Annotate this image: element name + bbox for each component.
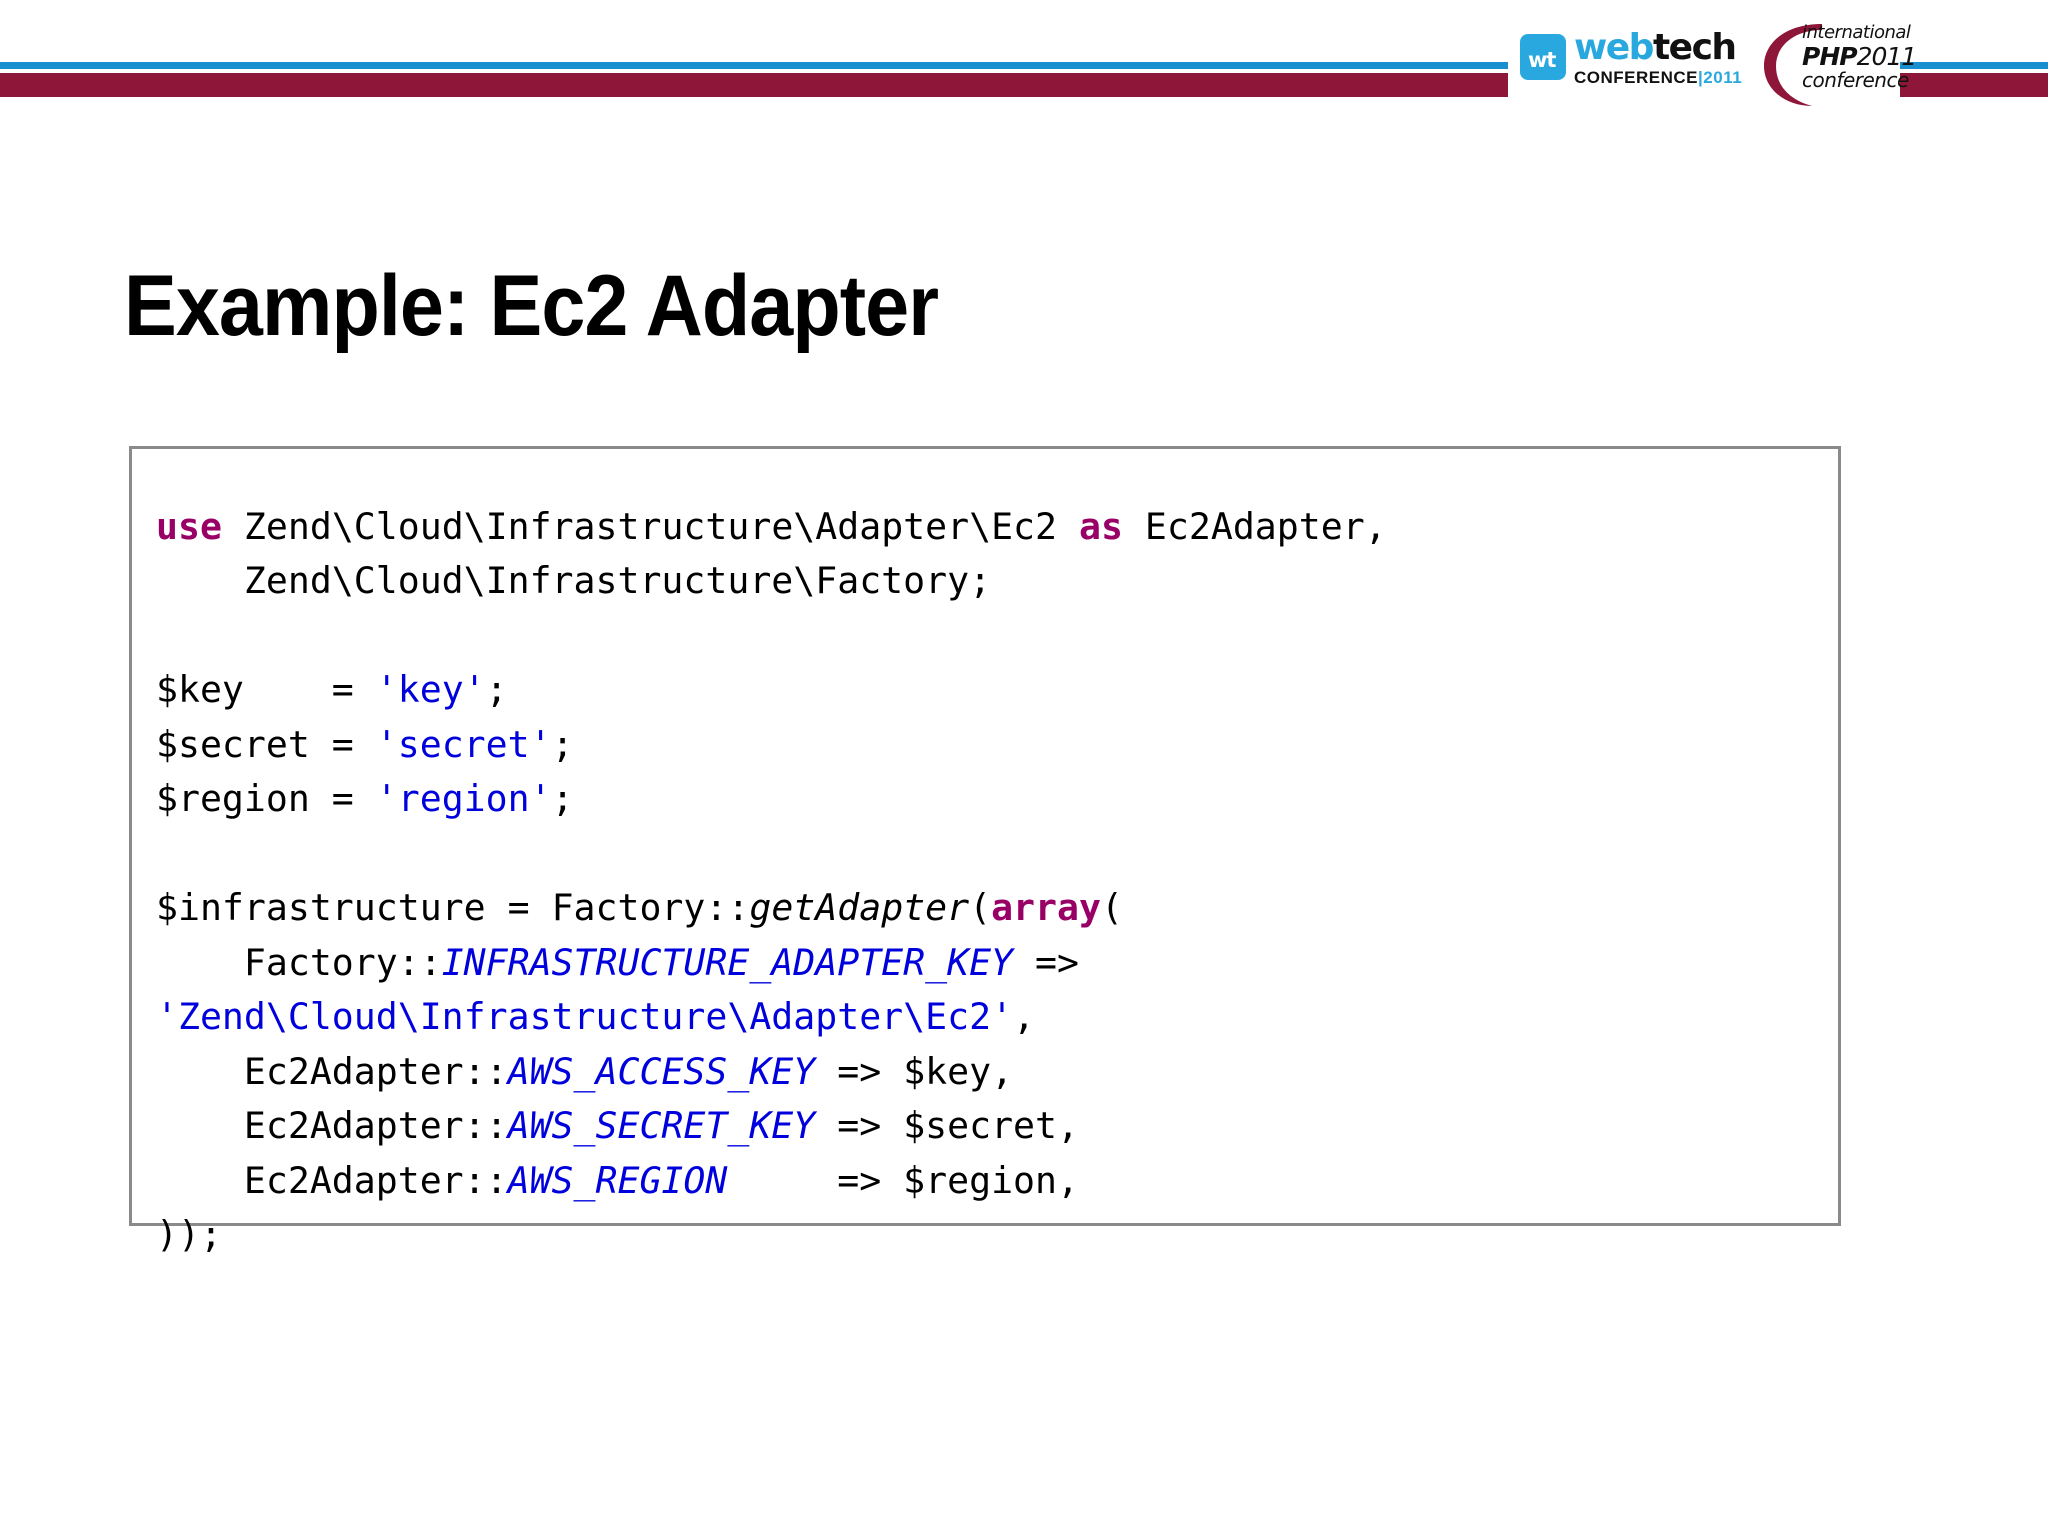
- webtech-mark-glyph: wt: [1528, 48, 1556, 72]
- webtech-mark-icon: wt: [1520, 34, 1566, 80]
- code-space-arrow-2: [815, 1050, 837, 1093]
- code-token-const-aws-region: AWS_REGION: [507, 1158, 728, 1202]
- iphp-line-php-year: PHP2011: [1802, 44, 1932, 69]
- code-space-arrow-4b: [881, 1159, 903, 1202]
- webtech-subtitle-year: 2011: [1703, 68, 1743, 87]
- iphp-line-international: international: [1802, 22, 1911, 43]
- code-token-const-aws-secret-key: AWS_SECRET_KEY: [507, 1104, 816, 1147]
- code-token-const-aws-access-key: AWS_ACCESS_KEY: [507, 1049, 816, 1093]
- code-block: use Zend\Cloud\Infrastructure\Adapter\Ec…: [129, 446, 1841, 1256]
- code-arrow-2: =>: [837, 1049, 882, 1093]
- code-space-3: [1123, 505, 1145, 548]
- code-indent-1: [156, 559, 244, 602]
- code-arrow-4: =>: [837, 1158, 882, 1202]
- code-token-ns-ec2adapter: Zend\Cloud\Infrastructure\Adapter\Ec2: [243, 504, 1057, 548]
- code-indent-4: [156, 1104, 244, 1147]
- code-token-var-key: $key: [156, 668, 244, 711]
- code-paren-open-1: (: [969, 886, 992, 929]
- page-title: Example: Ec2 Adapter: [124, 257, 939, 354]
- code-comma-2: ,: [991, 1049, 1014, 1093]
- code-space-arrow-2b: [881, 1050, 903, 1093]
- code-semi-1: ;: [485, 668, 508, 711]
- code-token-const-infra-adapter-key: INFRASTRUCTURE_ADAPTER_KEY: [441, 940, 1014, 984]
- code-token-var-key-ref: $key: [903, 1049, 992, 1093]
- code-arrow-1: =>: [1035, 940, 1079, 984]
- webtech-word-tech: tech: [1652, 27, 1737, 68]
- header-rule-blue-right: [1900, 62, 2048, 69]
- webtech-word-web: web: [1574, 27, 1654, 68]
- code-listing: use Zend\Cloud\Infrastructure\Adapter\Ec…: [156, 500, 1387, 1263]
- code-token-class-ec2adapter-1: Ec2Adapter::: [243, 1049, 508, 1093]
- header-rule-maroon-left: [0, 73, 1508, 97]
- webtech-subtitle-text: CONFERENCE: [1574, 68, 1699, 87]
- code-indent-5: [156, 1159, 244, 1202]
- code-comma-3: ,: [1057, 1104, 1079, 1147]
- code-token-class-ec2adapter-3: Ec2Adapter::: [243, 1158, 508, 1202]
- code-token-str-secret: 'secret': [375, 722, 552, 766]
- code-pad-region: =: [309, 777, 376, 820]
- code-token-str-adapter-class: 'Zend\Cloud\Infrastructure\Adapter\Ec2': [156, 995, 1014, 1038]
- code-space-2: [1057, 505, 1079, 548]
- code-space-1: [222, 505, 244, 548]
- international-php-conference-logo: international PHP2011 conference: [1760, 18, 1930, 110]
- logo-group: wt webtech CONFERENCE|2011 international…: [1520, 18, 1920, 108]
- code-token-var-infrastructure: $infrastructure: [156, 886, 486, 929]
- code-indent-2: [156, 941, 244, 984]
- header-band: [0, 0, 2048, 130]
- code-token-class-ec2adapter-2: Ec2Adapter::: [243, 1104, 508, 1147]
- code-token-str-key: 'key': [375, 668, 486, 711]
- iphp-year: 2011: [1856, 42, 1918, 71]
- code-space-arrow-1: [1013, 941, 1035, 984]
- code-arrow-3: =>: [837, 1104, 882, 1147]
- code-pad-secret: =: [309, 722, 376, 766]
- iphp-line-conference: conference: [1802, 68, 1909, 92]
- code-token-class-factory: Factory::: [551, 886, 750, 929]
- webtech-subtitle-separator: |: [1698, 68, 1704, 87]
- code-token-ns-factory: Zend\Cloud\Infrastructure\Factory;: [243, 559, 992, 602]
- webtech-wordmark: webtech: [1574, 27, 1737, 68]
- code-token-keyword-use: use: [156, 504, 222, 548]
- code-space-arrow-3b: [881, 1104, 903, 1147]
- iphp-wordmark: international PHP2011 conference: [1802, 24, 1932, 104]
- header-rule-blue-left: [0, 62, 1508, 69]
- header-rule-maroon-right: [1900, 73, 2048, 97]
- code-token-class-factory-2: Factory::: [243, 940, 442, 984]
- code-indent-3: [156, 1050, 244, 1093]
- iphp-php: PHP: [1802, 42, 1858, 71]
- code-space-arrow-4: [727, 1159, 837, 1202]
- code-semi-2: ;: [551, 722, 574, 766]
- code-token-fn-getadapter: getAdapter: [749, 886, 970, 929]
- code-token-str-region: 'region': [375, 777, 552, 820]
- code-token-close: ));: [156, 1213, 222, 1256]
- webtech-conference-logo: wt webtech CONFERENCE|2011: [1520, 28, 1750, 98]
- code-pad-key: =: [243, 668, 376, 711]
- code-token-var-region-ref: $region: [903, 1158, 1057, 1202]
- code-eq-infra: =: [485, 886, 552, 929]
- php-swoosh-icon: [1764, 24, 1822, 106]
- code-space-arrow-3: [815, 1104, 837, 1147]
- code-token-keyword-array: array: [991, 886, 1101, 929]
- code-comma-1: ,: [1013, 995, 1036, 1038]
- code-paren-open-2: (: [1100, 886, 1123, 929]
- code-token-var-secret: $secret: [156, 722, 310, 766]
- code-token-var-region: $region: [156, 777, 310, 820]
- code-token-alias-ec2adapter: Ec2Adapter,: [1144, 504, 1387, 548]
- webtech-subtitle: CONFERENCE|2011: [1574, 68, 1742, 87]
- code-token-var-secret-ref: $secret: [903, 1104, 1058, 1147]
- code-token-keyword-as: as: [1078, 504, 1123, 548]
- code-comma-4: ,: [1057, 1158, 1079, 1202]
- code-semi-3: ;: [551, 777, 574, 820]
